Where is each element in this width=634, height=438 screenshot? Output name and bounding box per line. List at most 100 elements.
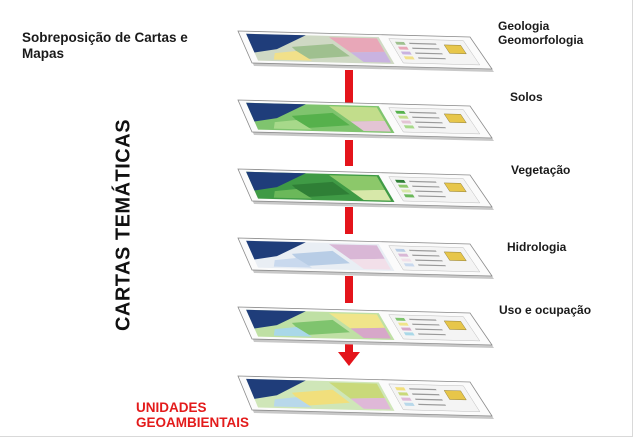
connector-arrows — [338, 70, 360, 366]
layer-label-land-use: Uso e ocupação — [499, 303, 591, 317]
thematic-patch — [350, 258, 391, 270]
thematic-patch — [273, 326, 312, 337]
location-inset — [443, 182, 467, 193]
thematic-patch — [291, 319, 350, 336]
layer-label-line: Solos — [510, 90, 543, 104]
legend-swatch — [400, 397, 412, 401]
thematic-patch — [273, 119, 312, 130]
layer-label-line: Hidrologia — [507, 240, 567, 254]
arrow-shaft-5 — [345, 343, 353, 353]
thematic-patch — [273, 188, 312, 199]
legend-swatch — [397, 46, 409, 50]
thematic-patch — [329, 382, 385, 399]
legend-text-line — [411, 393, 440, 396]
legend-text-line — [408, 318, 437, 321]
location-inset — [443, 251, 467, 262]
arrow-shaft-3 — [345, 207, 353, 234]
thematic-patch — [350, 327, 391, 339]
thematic-patch — [273, 397, 312, 408]
legend-swatch — [395, 110, 406, 114]
legend-swatch — [400, 120, 412, 124]
legend-text-line — [414, 121, 443, 124]
location-inset — [443, 113, 467, 124]
legend-swatch — [397, 392, 409, 396]
legend-swatch — [403, 402, 415, 406]
legend-text-line — [417, 403, 447, 406]
thematic-patch — [350, 120, 391, 132]
legend-text-line — [414, 259, 443, 262]
legend-text-line — [411, 47, 440, 50]
legend-swatch — [403, 263, 415, 267]
layer-label-line: Uso e ocupação — [499, 303, 592, 317]
legend-text-line — [411, 116, 440, 119]
figure-title: Sobreposição de Cartas e Mapas — [22, 30, 188, 61]
map-sheet-vegetation — [237, 168, 494, 210]
thematic-patch — [350, 397, 391, 410]
legend-text-line — [414, 190, 443, 193]
legend-text-line — [411, 185, 440, 188]
thematic-patch — [329, 37, 385, 53]
map-sheet-geology — [237, 30, 494, 72]
ocean-area — [246, 309, 306, 329]
legend-text-line — [411, 254, 440, 257]
legend-text-line — [411, 323, 440, 326]
legend-text-line — [408, 111, 437, 114]
thematic-patch — [350, 51, 391, 63]
map-sheet-hydrology — [237, 237, 494, 279]
location-inset — [443, 390, 467, 401]
layer-label-hydrology: Hidrologia — [507, 240, 566, 254]
legend-swatch — [397, 115, 409, 119]
arrow-shaft-4 — [345, 276, 353, 303]
legend-swatch — [403, 194, 415, 198]
layer-label-line: Vegetação — [511, 163, 571, 177]
legend-text-line — [417, 264, 447, 267]
legend-text-line — [417, 126, 447, 129]
legend-swatch — [403, 125, 415, 129]
result-label-line: GEOAMBIENTAIS — [136, 415, 250, 430]
geoenvironmental-units-label: UNIDADES GEOAMBIENTAIS — [136, 400, 286, 430]
thematic-patch — [329, 244, 385, 260]
legend-swatch — [395, 317, 406, 321]
legend-text-line — [417, 333, 447, 336]
legend-swatch — [395, 179, 406, 183]
thematic-patch — [291, 389, 350, 406]
thematic-patch — [329, 313, 385, 329]
legend-text-line — [408, 42, 437, 45]
location-inset — [443, 44, 467, 55]
thematic-patch — [273, 50, 312, 61]
ocean-area — [246, 102, 306, 122]
legend-swatch — [397, 322, 409, 326]
ocean-area — [246, 378, 306, 399]
legend-swatch — [395, 41, 406, 45]
legend-text-line — [417, 57, 447, 60]
legend-swatch — [400, 51, 412, 55]
legend-swatch — [403, 56, 415, 60]
result-map-sheet — [237, 375, 494, 419]
thematic-patch — [329, 175, 385, 191]
layer-label-vegetation: Vegetação — [511, 163, 570, 177]
legend-swatch — [400, 327, 412, 331]
legend-swatch — [397, 253, 409, 257]
legend-swatch — [397, 184, 409, 188]
ocean-area — [246, 171, 306, 191]
thematic-patch — [291, 112, 350, 129]
layer-label-line: Geomorfologia — [498, 33, 584, 47]
layer-label-soils: Solos — [510, 90, 543, 104]
ocean-area — [246, 240, 306, 260]
legend-text-line — [408, 180, 437, 183]
legend-swatch — [403, 332, 415, 336]
result-label-line: UNIDADES — [136, 400, 207, 415]
layer-label-geology: Geologia Geomorfologia — [498, 19, 583, 47]
map-sheet-soils — [237, 99, 494, 141]
legend-swatch — [395, 387, 406, 391]
legend-text-line — [408, 249, 437, 252]
arrow-shaft-1 — [345, 70, 353, 104]
legend-swatch — [400, 258, 412, 262]
map-sheets — [237, 30, 494, 419]
arrow-shaft-2 — [345, 140, 353, 166]
thematic-patch — [291, 181, 350, 198]
legend-text-line — [408, 388, 437, 391]
arrow-head — [338, 352, 360, 366]
